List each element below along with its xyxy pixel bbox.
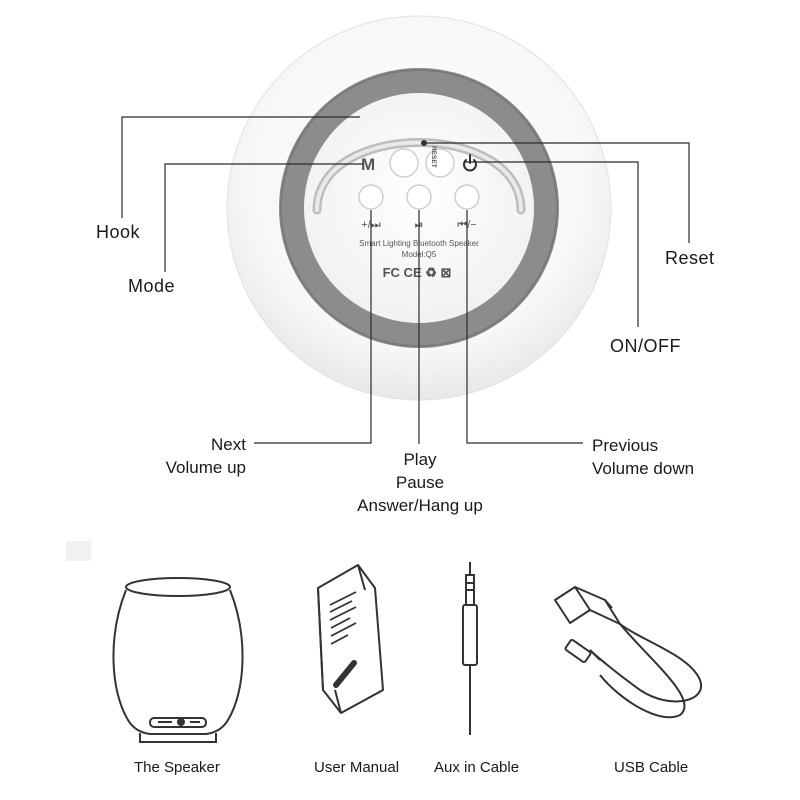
- play-line-3: Answer/Hang up: [357, 496, 483, 515]
- mode-label: Mode: [128, 276, 176, 296]
- manual-illustration: [317, 564, 384, 714]
- previous-leader: [466, 210, 583, 444]
- play-callout: Play Pause Answer/Hang up: [340, 448, 500, 517]
- previous-callout: Previous Volume down: [592, 434, 694, 480]
- reset-label: RESET: [430, 146, 437, 168]
- hook-label: Hook: [96, 222, 141, 242]
- aux-cable-illustration: [462, 562, 478, 735]
- next-line-1: Next: [211, 435, 246, 454]
- certification-marks: FC CE ♻ ⊠: [383, 265, 452, 280]
- previous-line-2: Volume down: [592, 459, 695, 478]
- caption-manual: User Manual: [314, 759, 400, 776]
- mode-button[interactable]: [389, 148, 419, 178]
- reset-callout-label: Reset: [665, 248, 715, 268]
- hook-highlight: [315, 140, 523, 212]
- onoff-leader: [464, 161, 639, 327]
- hook-leader: [121, 116, 360, 218]
- caption-speaker: The Speaker: [134, 759, 220, 776]
- play-button[interactable]: [406, 184, 432, 210]
- play-line-1: Play: [403, 450, 437, 469]
- leader-lines: [121, 116, 690, 444]
- mode-leader: [164, 163, 363, 272]
- next-button[interactable]: [358, 184, 384, 210]
- previous-line-1: Previous: [592, 436, 659, 455]
- caption-usb: USB Cable: [614, 759, 689, 776]
- play-line-2: Pause: [395, 473, 445, 492]
- decorative-square: [66, 541, 91, 561]
- power-button[interactable]: [425, 148, 455, 178]
- onoff-label: ON/OFF: [610, 336, 681, 356]
- caption-aux: Aux in Cable: [434, 759, 520, 776]
- mode-letter: M: [361, 155, 375, 174]
- speaker-illustration: [112, 577, 244, 743]
- usb-cable-illustration: [554, 586, 703, 719]
- reset-leader: [424, 142, 690, 243]
- next-line-2: Volume up: [165, 458, 246, 477]
- previous-button[interactable]: [454, 184, 480, 210]
- next-leader: [254, 210, 372, 444]
- next-callout: Next Volume up: [150, 433, 246, 479]
